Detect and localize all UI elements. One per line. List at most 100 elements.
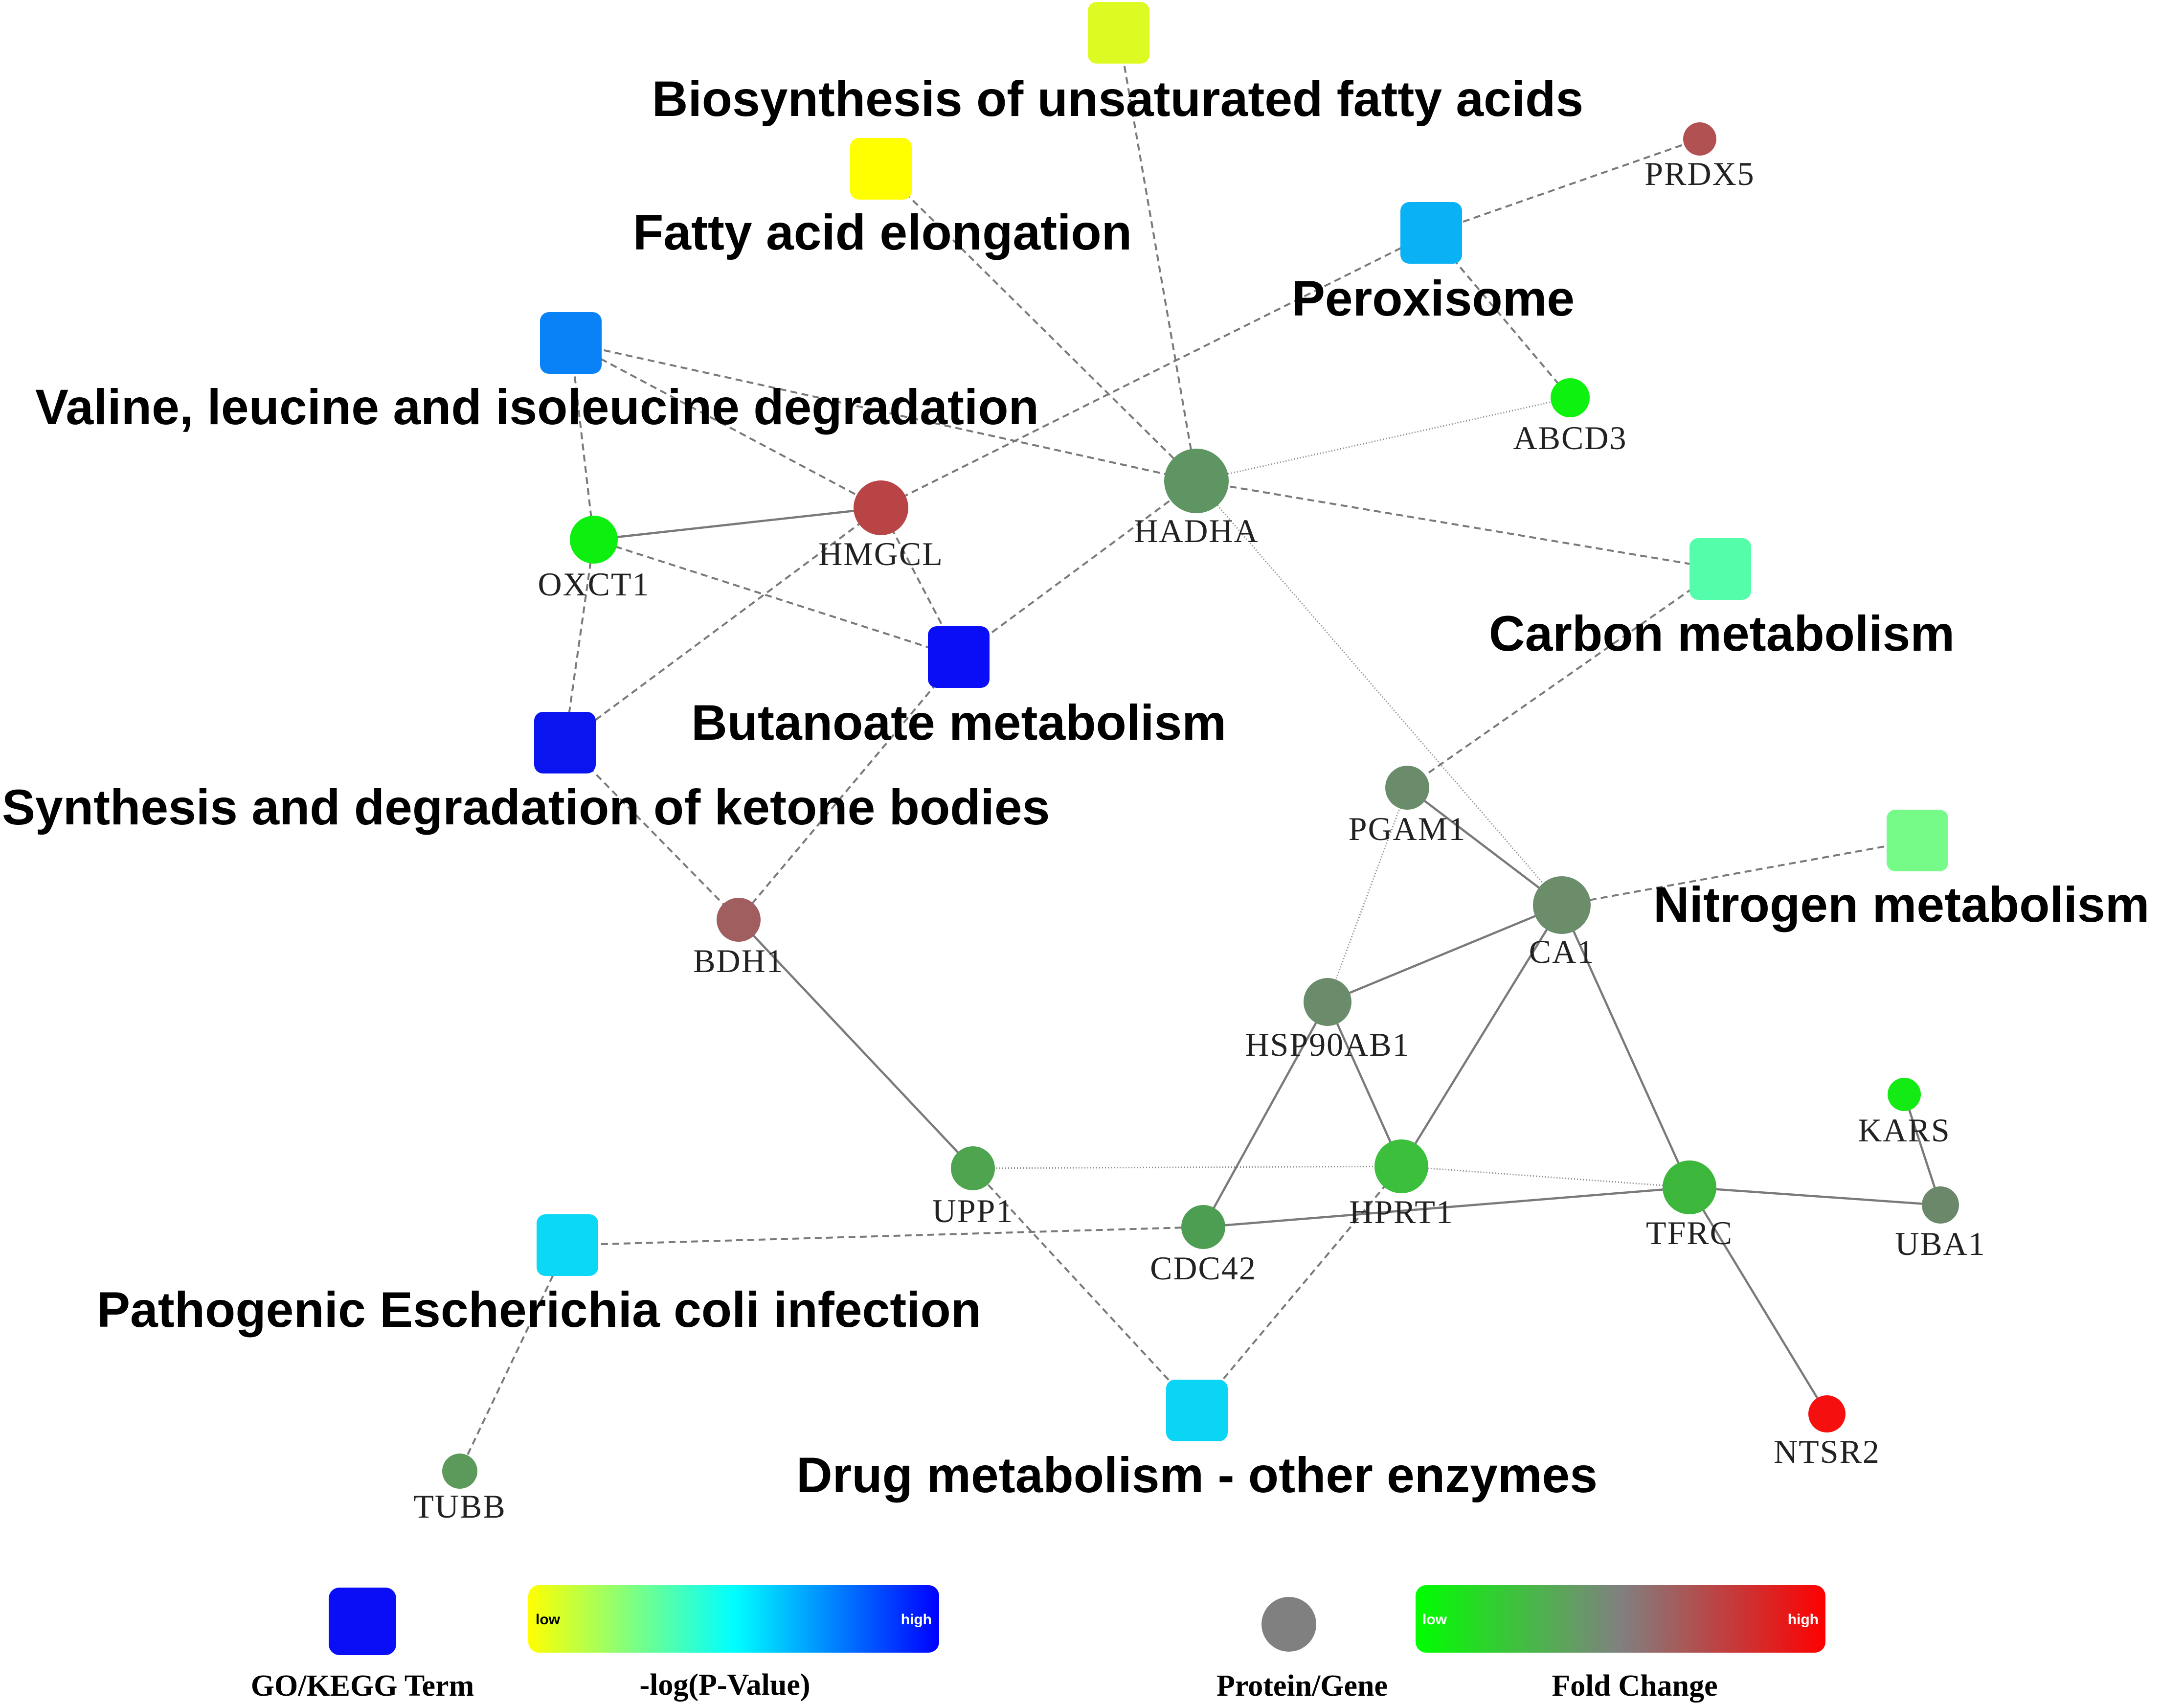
legend-fold-label: Fold Change [1552, 1669, 1717, 1703]
gene-node-pgam1[interactable] [1385, 766, 1429, 810]
gene-label-hprt1: HPRT1 [1349, 1193, 1454, 1230]
edge-ecoli-TUBB [459, 1245, 568, 1472]
gene-label-uba1: UBA1 [1895, 1225, 1986, 1262]
gene-label-ntsr2: NTSR2 [1774, 1433, 1880, 1470]
term-label-perox: Peroxisome [1292, 271, 1575, 326]
gene-node-uba1[interactable] [1922, 1186, 1959, 1224]
gene-node-bdh1[interactable] [717, 898, 761, 942]
term-label-buta: Butanoate metabolism [691, 695, 1226, 750]
gene-label-hmgcl: HMGCL [818, 535, 944, 572]
edge-UPP1-HPRT1 [972, 1165, 1402, 1169]
term-label-vlid: Valine, leucine and isoleucine degradati… [35, 379, 1039, 435]
gene-label-hsp90ab1: HSP90AB1 [1245, 1026, 1410, 1063]
legend-pvalue-high: high [901, 1612, 932, 1628]
term-node-vlid[interactable] [540, 312, 602, 374]
edge-CDC42-TFRC [1203, 1186, 1690, 1228]
gene-node-hprt1[interactable] [1374, 1139, 1428, 1193]
gene-node-kars[interactable] [1888, 1078, 1921, 1111]
edge-OXCT1-buta [593, 539, 959, 658]
legend-fold-low: low [1422, 1612, 1447, 1628]
edge-HSP90AB1-HPRT1 [1326, 1001, 1403, 1167]
term-label-ecoli: Pathogenic Escherichia coli infection [97, 1282, 981, 1338]
term-label-ketone: Synthesis and degradation of ketone bodi… [2, 779, 1050, 835]
gene-node-tfrc[interactable] [1663, 1160, 1716, 1214]
gene-node-hadha[interactable] [1164, 449, 1229, 513]
gene-label-abcd3: ABCD3 [1513, 419, 1627, 456]
gene-label-cdc42: CDC42 [1150, 1250, 1257, 1287]
term-node-fae[interactable] [850, 138, 912, 200]
gene-node-oxct1[interactable] [570, 516, 618, 564]
gene-label-prdx5: PRDX5 [1644, 155, 1755, 192]
gene-node-hmgcl[interactable] [854, 480, 908, 535]
edge-nitro-CA1 [1561, 840, 1918, 906]
edge-carbon-PGAM1 [1406, 568, 1721, 789]
edge-HSP90AB1-CDC42 [1202, 1001, 1328, 1228]
edge-KARS-UBA1 [1903, 1094, 1942, 1205]
term-node-carbon[interactable] [1689, 538, 1751, 600]
edge-HADHA-carbon [1196, 480, 1721, 570]
term-node-perox[interactable] [1400, 202, 1462, 264]
edge-perox-HMGCL [880, 232, 1432, 509]
gene-label-ca1: CA1 [1529, 933, 1595, 970]
legend-pvalue-gradient [528, 1585, 939, 1653]
gene-node-tubb[interactable] [442, 1454, 477, 1489]
term-label-drug: Drug metabolism - other enzymes [796, 1447, 1598, 1503]
gene-node-abcd3[interactable] [1551, 378, 1590, 417]
term-node-ketone[interactable] [534, 712, 596, 773]
legend-gene-label: Protein/Gene [1216, 1669, 1388, 1703]
legend-term-label: GO/KEGG Term [251, 1669, 474, 1703]
gene-node-upp1[interactable] [951, 1146, 995, 1190]
edge-CA1-TFRC [1560, 905, 1691, 1188]
edge-ABCD3-HADHA [1196, 397, 1571, 482]
gene-label-bdh1: BDH1 [693, 942, 784, 979]
gene-node-ca1[interactable] [1533, 876, 1591, 934]
gene-node-hsp90ab1[interactable] [1304, 978, 1351, 1026]
term-node-nitro[interactable] [1887, 810, 1948, 871]
gene-label-pgam1: PGAM1 [1349, 810, 1466, 847]
legend-pvalue-label: -log(P-Value) [640, 1668, 811, 1702]
legend-fold-high: high [1788, 1612, 1819, 1628]
edge-perox-PRDX5 [1431, 138, 1700, 234]
edge-HADHA-buta [958, 480, 1197, 658]
term-label-nitro: Nitrogen metabolism [1653, 877, 2149, 932]
edges-layer [459, 32, 1942, 1472]
edge-BDH1-UPP1 [738, 919, 974, 1169]
edge-bufa-HADHA [1118, 32, 1197, 481]
labels-layer: Biosynthesis of unsaturated fatty acidsF… [2, 71, 2149, 1525]
gene-node-cdc42[interactable] [1181, 1205, 1225, 1249]
edge-vlid-HMGCL [570, 342, 881, 509]
edge-ketone-BDH1 [564, 742, 740, 921]
gene-label-tubb: TUBB [413, 1488, 506, 1525]
edge-CA1-HSP90AB1 [1327, 904, 1562, 1003]
legend-fold-gradient [1416, 1585, 1825, 1653]
edge-OXCT1-HMGCL [593, 506, 881, 541]
edge-HPRT1-TFRC [1401, 1165, 1690, 1188]
edge-OXCT1-ketone [564, 539, 595, 743]
edge-PGAM1-CA1 [1406, 787, 1563, 906]
term-label-fae: Fatty acid elongation [633, 205, 1132, 260]
edge-buta-BDH1 [738, 656, 960, 921]
gene-node-ntsr2[interactable] [1808, 1395, 1846, 1432]
legend: GO/KEGG Term low high -log(P-Value) Prot… [251, 1585, 1825, 1703]
nodes-layer [442, 2, 1959, 1489]
gene-label-oxct1: OXCT1 [538, 566, 650, 603]
edge-TFRC-UBA1 [1689, 1186, 1941, 1206]
edge-HPRT1-drug [1196, 1165, 1402, 1411]
edge-fae-HADHA [880, 168, 1197, 482]
legend-pvalue-low: low [536, 1612, 561, 1628]
term-label-bufa: Biosynthesis of unsaturated fatty acids [652, 71, 1583, 127]
legend-term-swatch [329, 1588, 396, 1655]
term-node-bufa[interactable] [1088, 2, 1149, 64]
gene-label-upp1: UPP1 [932, 1192, 1014, 1229]
term-node-drug[interactable] [1166, 1380, 1228, 1441]
edge-ecoli-CDC42 [567, 1226, 1204, 1246]
gene-label-tfrc: TFRC [1646, 1214, 1733, 1251]
term-node-buta[interactable] [928, 626, 990, 688]
edge-vlid-HADHA [570, 342, 1197, 482]
edge-HMGCL-ketone [564, 507, 882, 744]
edge-TFRC-NTSR2 [1689, 1186, 1828, 1415]
term-label-carbon: Carbon metabolism [1489, 606, 1955, 661]
term-node-ecoli[interactable] [537, 1214, 598, 1276]
gene-node-prdx5[interactable] [1683, 122, 1716, 156]
